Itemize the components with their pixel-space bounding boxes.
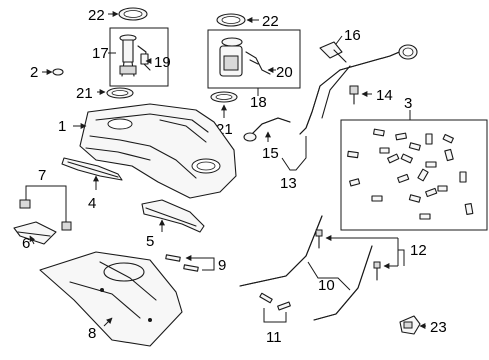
callout-4: 4 xyxy=(88,195,96,212)
float-arm-part-20 xyxy=(245,51,276,75)
callout-9: 9 xyxy=(218,257,226,274)
pump-module-box-left xyxy=(109,27,169,87)
callout-17: 17 xyxy=(92,45,109,62)
callout-5: 5 xyxy=(146,233,154,250)
clips-part-9 xyxy=(165,254,215,272)
callout-11: 11 xyxy=(266,329,282,346)
insulator-pads-part-7 xyxy=(19,199,72,231)
float-arm-part-19 xyxy=(137,45,152,71)
callout-16: 16 xyxy=(344,27,361,44)
lock-ring-part-22-right xyxy=(216,13,259,27)
callout-22-right: 22 xyxy=(262,13,279,30)
callout-7-leader xyxy=(25,185,67,222)
tank-straps-part-10 xyxy=(239,215,373,321)
callout-18: 18 xyxy=(250,94,267,111)
callout-1: 1 xyxy=(58,118,66,135)
heat-shield-part-5 xyxy=(141,199,205,233)
lock-ring-part-22-left xyxy=(108,7,148,21)
bolts-part-12 xyxy=(315,229,405,281)
strap-insulator-part-6 xyxy=(13,221,57,245)
callout-23: 23 xyxy=(430,319,447,336)
hardware-kit-pieces xyxy=(347,128,474,220)
strap-clips-part-11 xyxy=(259,292,291,323)
callout-20: 20 xyxy=(276,64,293,81)
bolt-part-14 xyxy=(349,85,372,105)
seal-part-21-left xyxy=(97,87,134,99)
callout-3: 3 xyxy=(404,95,412,112)
callout-13: 13 xyxy=(280,175,297,192)
callout-6: 6 xyxy=(22,235,30,252)
fuel-pump-module-part-17 xyxy=(119,34,137,77)
sender-unit-box xyxy=(207,29,301,89)
hardware-kit-box-part-3 xyxy=(340,119,488,231)
connector-part-23 xyxy=(399,315,426,335)
skid-plate-part-8 xyxy=(39,251,183,347)
callout-2: 2 xyxy=(30,64,38,81)
seal-part-21-right xyxy=(210,91,238,118)
callout-22-left: 22 xyxy=(88,7,105,24)
filler-pipe-part-13 xyxy=(299,44,418,135)
callout-15: 15 xyxy=(262,145,279,162)
callout-14: 14 xyxy=(376,87,393,104)
callout-12: 12 xyxy=(410,242,427,259)
callout-21-left: 21 xyxy=(76,85,93,102)
callout-8: 8 xyxy=(88,325,96,342)
fuel-tank-part-1 xyxy=(73,103,237,199)
hose-part-15 xyxy=(243,117,291,142)
callout-7: 7 xyxy=(38,167,46,184)
filler-bracket-part-16 xyxy=(319,35,347,63)
heat-shield-part-4 xyxy=(61,157,123,190)
clip-part-2 xyxy=(42,68,64,76)
callout-19: 19 xyxy=(154,54,171,71)
callout-10: 10 xyxy=(318,277,335,294)
fuel-sender-part-18 xyxy=(219,37,243,77)
callout-13-leader xyxy=(281,136,307,171)
